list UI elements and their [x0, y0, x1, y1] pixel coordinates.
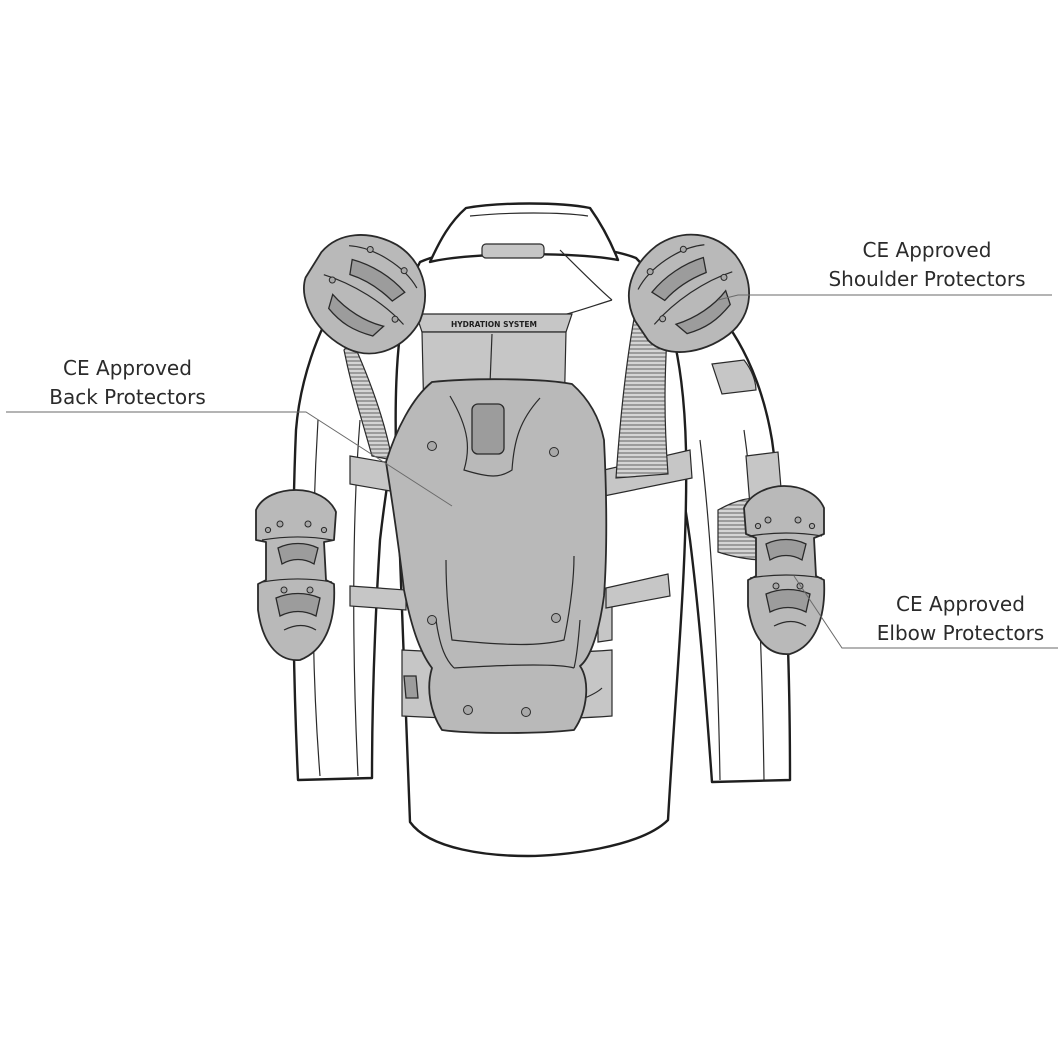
collar-tab: [481, 243, 545, 259]
mesh-vent-right: [615, 307, 669, 479]
right-elbow-protector: [743, 485, 826, 655]
left-elbow-protector: [255, 489, 337, 661]
back-label-line1: CE Approved: [63, 356, 192, 380]
waist-strap-left: [403, 675, 419, 699]
elbow-leader-line: [793, 575, 1058, 649]
callout-leaders: [6, 294, 1058, 649]
shoulder-label-line2: Shoulder Protectors: [828, 267, 1026, 291]
back-protector-label: CE Approved Back Protectors: [40, 354, 215, 412]
back-label-line2: Back Protectors: [49, 385, 206, 409]
back-leader-line: [6, 411, 453, 507]
mesh-vent-left: [343, 338, 393, 461]
back-protector-vent: [471, 403, 505, 455]
hydration-label: HYDRATION SYSTEM: [451, 320, 537, 329]
left-shoulder-protector: [303, 234, 426, 355]
elbow-protector-label: CE Approved Elbow Protectors: [868, 590, 1053, 648]
back-protector: [385, 378, 608, 734]
right-shoulder-protector: [627, 233, 750, 353]
shoulder-label-line1: CE Approved: [862, 238, 992, 262]
elbow-label-line2: Elbow Protectors: [876, 621, 1045, 645]
elbow-label-line1: CE Approved: [896, 592, 1025, 616]
shoulder-protector-label: CE Approved Shoulder Protectors: [822, 236, 1032, 294]
shoulder-leader-line: [717, 294, 1052, 301]
